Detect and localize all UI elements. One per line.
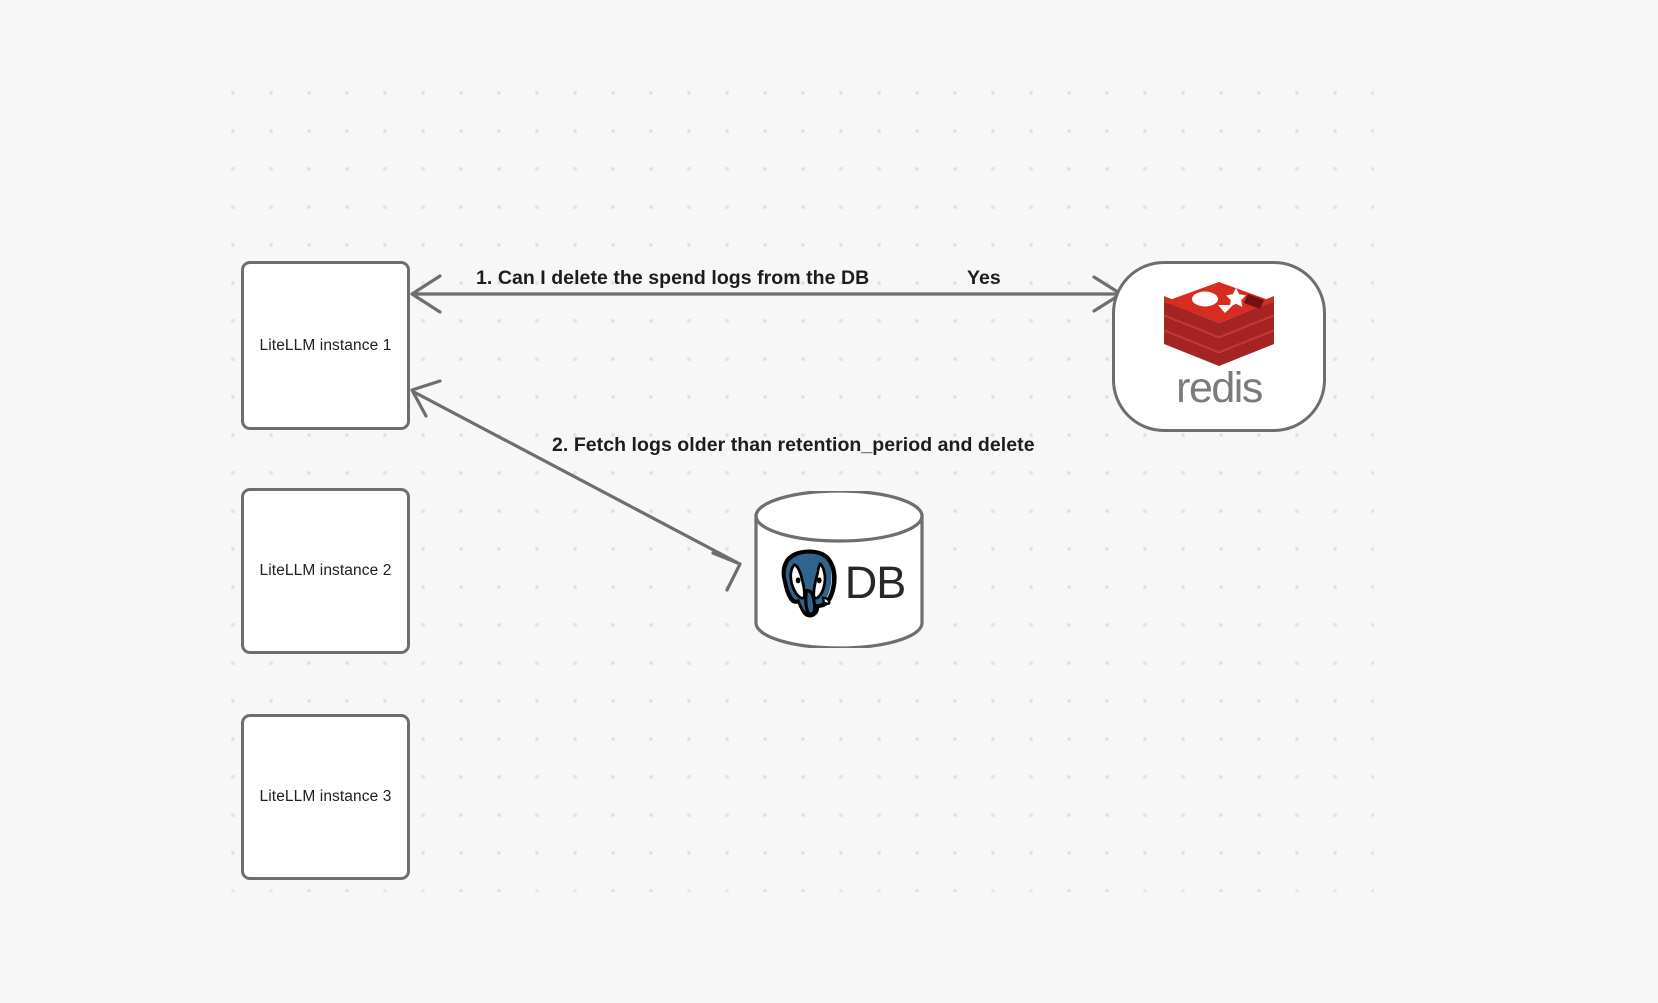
node-litellm-instance-2[interactable]: LiteLLM instance 2	[241, 488, 410, 654]
postgres-db-label: DB	[844, 557, 907, 608]
redis-wordmark: redis	[1176, 363, 1263, 412]
node-postgres-db[interactable]: DB	[753, 491, 925, 648]
edge-label-step-2: 2. Fetch logs older than retention_perio…	[552, 434, 1035, 456]
node-label: LiteLLM instance 1	[259, 336, 392, 354]
arrowhead-left-icon	[410, 274, 442, 314]
node-redis[interactable]: redis	[1112, 261, 1326, 432]
cylinder-shape	[754, 491, 924, 648]
edge-label-step-1: 1. Can I delete the spend logs from the …	[476, 267, 870, 289]
edge-label-step-1-answer: Yes	[967, 267, 1001, 289]
node-litellm-instance-3[interactable]: LiteLLM instance 3	[241, 714, 410, 880]
arrowhead-upleft-icon	[410, 379, 442, 418]
node-label: LiteLLM instance 3	[259, 788, 392, 805]
postgresql-elephant-icon	[781, 549, 837, 617]
arrowhead-downright-icon	[711, 551, 742, 592]
edge-litellm1-postgres	[410, 379, 742, 592]
redis-logo-icon	[1164, 281, 1274, 366]
node-litellm-instance-1[interactable]: LiteLLM instance 1	[241, 261, 410, 430]
node-label: LiteLLM instance 2	[259, 562, 392, 579]
